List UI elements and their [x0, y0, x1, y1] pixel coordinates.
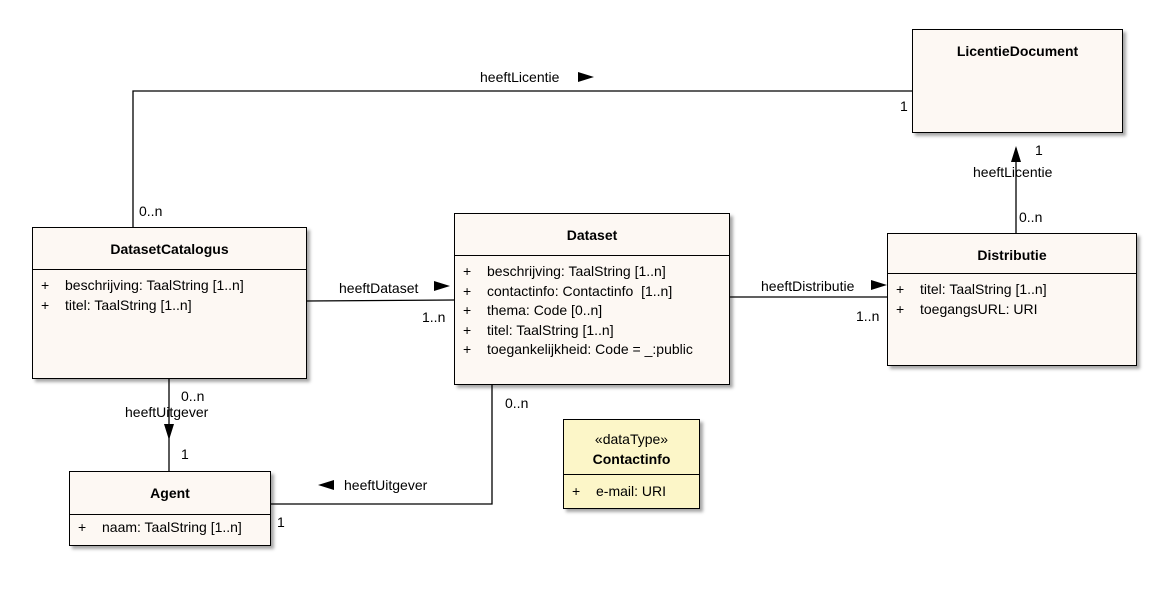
- datatype-contactinfo[interactable]: «dataType» Contactinfo +e-mail: URI: [563, 419, 700, 509]
- class-name: Contactinfo: [592, 451, 671, 467]
- assoc-catalogus-licentie: [132, 90, 912, 228]
- attribute: +contactinfo: Contactinfo [1..n]: [463, 282, 673, 299]
- assoc-label: heeftUitgever: [125, 404, 209, 420]
- assoc-label: heeftDistributie: [761, 278, 855, 294]
- class-name: Dataset: [455, 214, 729, 256]
- class-datasetcatalogus[interactable]: DatasetCatalogus +beschrijving: TaalStri…: [32, 227, 307, 379]
- class-name: LicentieDocument: [956, 43, 1079, 59]
- nav-arrow-uitgever-down: [164, 424, 174, 440]
- assoc-catalogus-dataset: [305, 299, 455, 302]
- attribute: +titel: TaalString [1..n]: [896, 281, 1047, 297]
- multiplicity-label: 0..n: [1019, 209, 1043, 225]
- multiplicity-label: 0..n: [139, 203, 163, 219]
- multiplicity-label: 1: [900, 98, 908, 114]
- assoc-label: heeftDataset: [339, 280, 419, 296]
- attribute: +naam: TaalString [1..n]: [78, 519, 242, 535]
- stereotype-label: «dataType»: [594, 431, 669, 447]
- nav-arrow-licentie-top: [578, 72, 594, 82]
- class-name: Distributie: [888, 234, 1136, 274]
- attribute: +titel: TaalString [1..n]: [41, 296, 192, 313]
- class-distributie[interactable]: Distributie +titel: TaalString [1..n] +t…: [887, 233, 1137, 366]
- attribute: +e-mail: URI: [572, 483, 667, 499]
- class-licentiedocument[interactable]: LicentieDocument: [912, 29, 1123, 133]
- attribute: +toegangsURL: URI: [896, 300, 1038, 317]
- assoc-label: heeftLicentie: [973, 164, 1053, 180]
- attribute: +thema: Code [0..n]: [463, 302, 603, 318]
- attribute-list: +titel: TaalString [1..n] +toegangsURL: …: [888, 274, 1136, 319]
- attribute: +beschrijving: TaalString [1..n]: [463, 263, 666, 279]
- class-dataset[interactable]: Dataset +beschrijving: TaalString [1..n]…: [454, 213, 730, 385]
- class-agent[interactable]: Agent +naam: TaalString [1..n]: [69, 471, 271, 546]
- attribute-list: +beschrijving: TaalString [1..n] +titel:…: [33, 270, 306, 315]
- multiplicity-label: 0..n: [181, 388, 205, 404]
- attribute-list: +naam: TaalString [1..n]: [70, 515, 270, 538]
- multiplicity-label: 1: [1035, 142, 1043, 158]
- nav-arrow-dataset: [434, 281, 450, 291]
- assoc-label: heeftUitgever: [344, 477, 428, 493]
- class-name: DatasetCatalogus: [33, 228, 306, 270]
- multiplicity-label: 0..n: [505, 395, 529, 411]
- attribute: +beschrijving: TaalString [1..n]: [41, 277, 244, 293]
- attribute-list: +beschrijving: TaalString [1..n] +contac…: [455, 256, 729, 360]
- nav-arrow-distributie: [871, 280, 887, 290]
- multiplicity-label: 1..n: [856, 308, 880, 324]
- nav-arrow-licentie-right: [1011, 146, 1021, 162]
- nav-arrow-uitgever-left: [318, 480, 334, 490]
- attribute-list: +e-mail: URI: [564, 475, 699, 502]
- class-header: «dataType» Contactinfo: [564, 420, 699, 475]
- multiplicity-label: 1: [277, 514, 285, 530]
- attribute: +titel: TaalString [1..n]: [463, 321, 614, 338]
- assoc-label: heeftLicentie: [480, 69, 560, 85]
- multiplicity-label: 1: [181, 446, 189, 462]
- multiplicity-label: 1..n: [422, 309, 446, 325]
- attribute: +toegankelijkheid: Code = _:public: [463, 341, 693, 357]
- assoc-dataset-agent: [270, 384, 493, 505]
- class-name: Agent: [70, 472, 270, 515]
